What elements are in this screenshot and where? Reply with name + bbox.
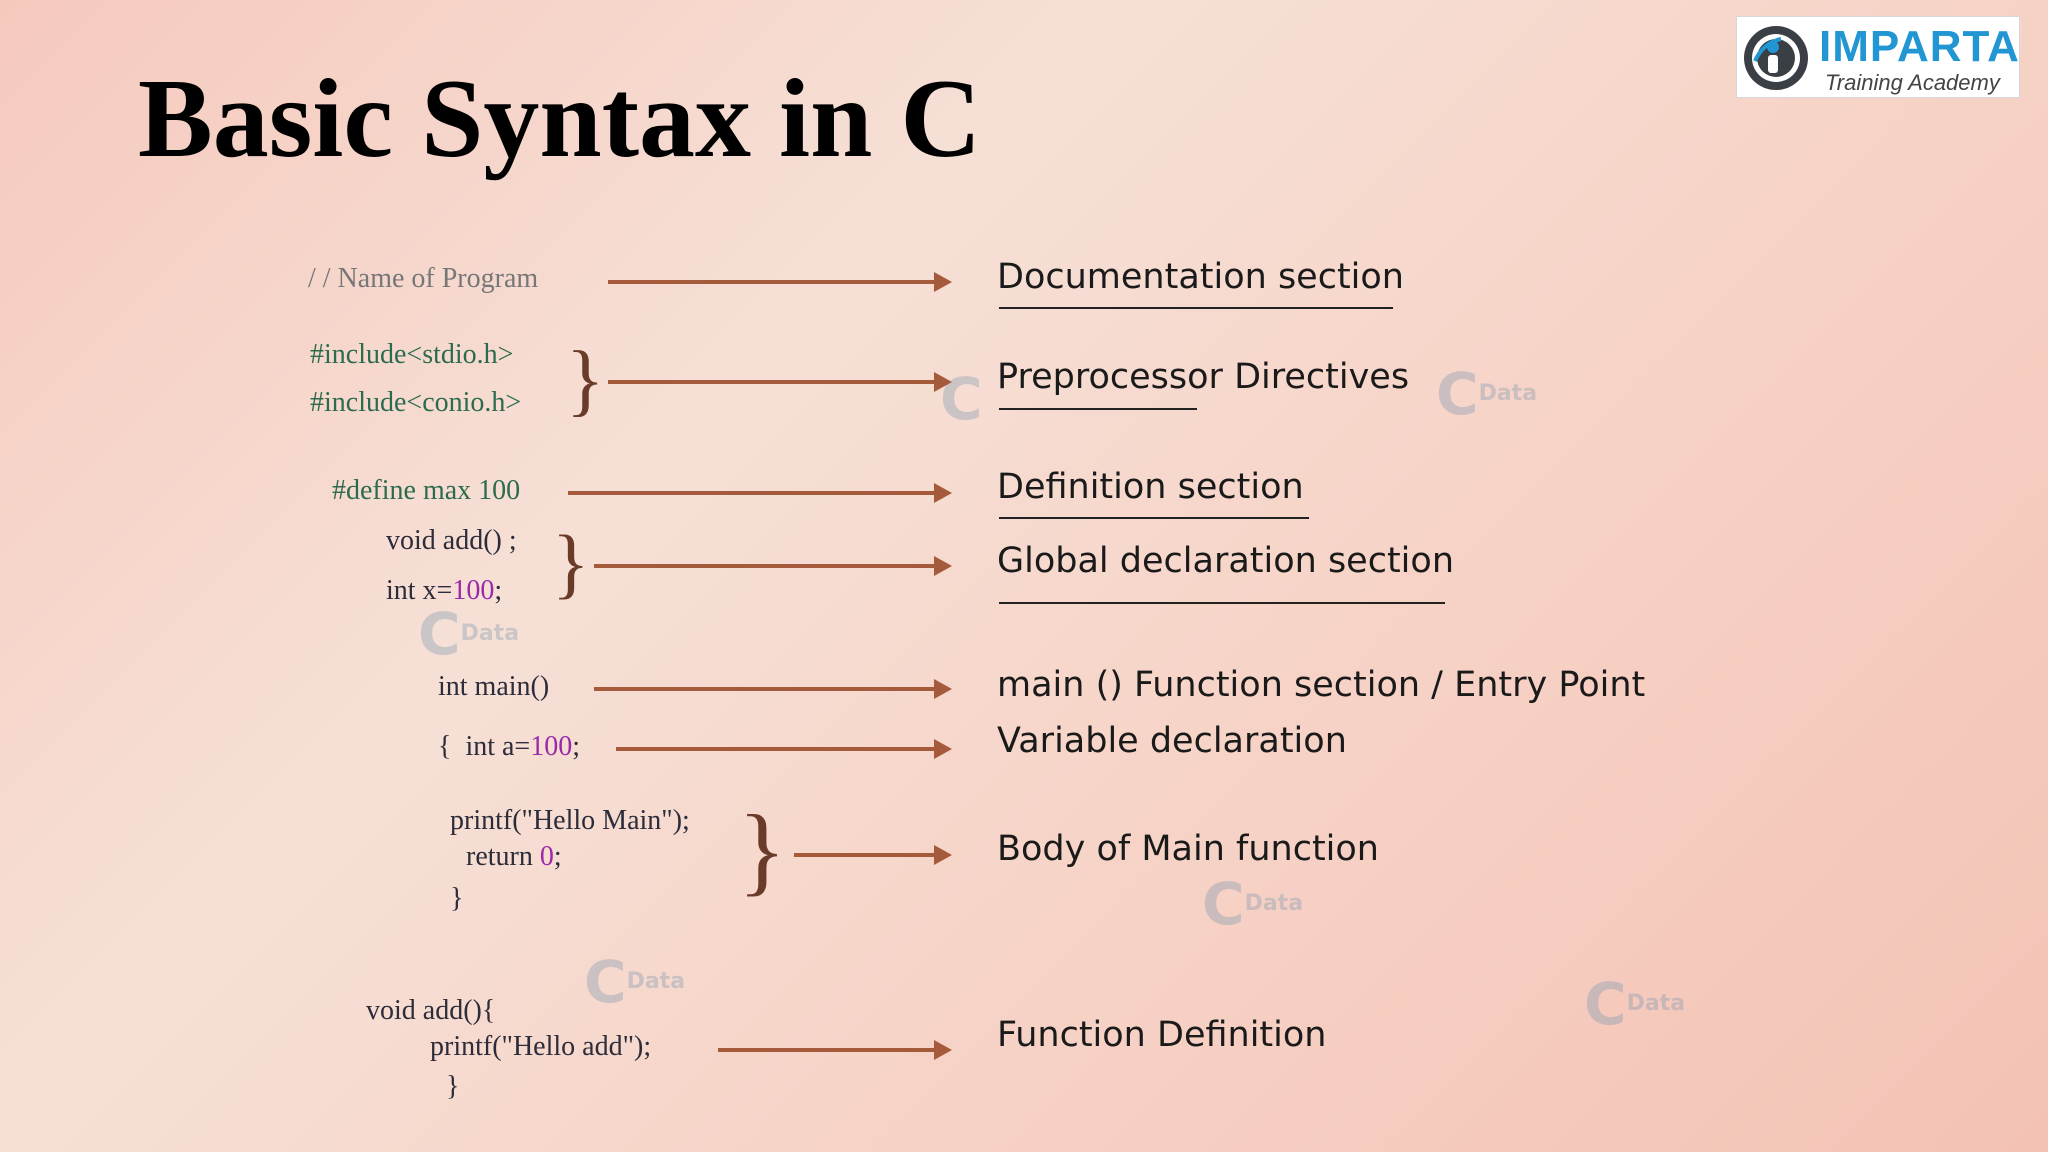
code-void-add-decl: void add() ; — [386, 525, 517, 556]
arrow-main — [594, 679, 952, 699]
label-preprocessor: Preprocessor Directives — [997, 357, 1410, 397]
code-printf-main: printf("Hello Main"); — [450, 805, 690, 836]
code-close-add: } — [446, 1071, 460, 1102]
code-include-stdio: #include<stdio.h> — [310, 339, 514, 370]
logo-tagline: Training Academy — [1825, 70, 2000, 95]
brace-icon: } — [552, 519, 590, 606]
code-int-a: { int a=100; — [438, 731, 580, 762]
underline-definition — [999, 517, 1309, 519]
label-function-def: Function Definition — [997, 1015, 1327, 1055]
code-printf-add: printf("Hello add"); — [430, 1031, 652, 1062]
label-global: Global declaration section — [997, 541, 1454, 581]
watermark-logo: CData — [1436, 360, 1538, 428]
arrow-definition — [568, 483, 952, 503]
arrow-body — [794, 845, 952, 865]
arrow-function-def — [718, 1040, 952, 1060]
arrow-variable — [616, 739, 952, 759]
underline-documentation — [999, 307, 1393, 309]
watermark-logo: CData — [584, 948, 686, 1016]
watermark-logo: CData — [418, 600, 520, 668]
code-include-conio: #include<conio.h> — [310, 387, 522, 418]
label-body: Body of Main function — [997, 829, 1379, 869]
code-define: #define max 100 — [332, 475, 521, 506]
label-variable: Variable declaration — [997, 721, 1347, 761]
code-int-x: int x=100; — [386, 575, 503, 606]
underline-preprocessor — [999, 408, 1197, 410]
arrow-preprocessor — [608, 372, 952, 392]
brace-icon: } — [566, 336, 605, 424]
brace-icon: } — [738, 794, 786, 905]
code-return: return 0; — [466, 841, 562, 872]
label-main: main () Function section / Entry Point — [997, 665, 1646, 705]
label-definition: Definition section — [997, 467, 1304, 507]
code-void-add-def: void add(){ — [366, 995, 496, 1026]
watermark-logo: CData — [1584, 970, 1686, 1038]
imparta-logo: IMPARTA Training Academy — [1736, 16, 2020, 98]
label-documentation: Documentation section — [997, 257, 1404, 297]
underline-global — [999, 602, 1445, 604]
logo-brand: IMPARTA — [1819, 22, 2020, 71]
arrow-global — [594, 556, 952, 576]
code-int-main: int main() — [438, 671, 550, 702]
watermark-logo: CData — [1202, 870, 1304, 938]
code-doc-comment: / / Name of Program — [308, 263, 539, 294]
slide-title: Basic Syntax in C — [138, 57, 982, 181]
arrow-documentation — [608, 272, 952, 292]
code-close-main: } — [450, 883, 464, 914]
logo-badge-icon — [1744, 26, 1808, 90]
